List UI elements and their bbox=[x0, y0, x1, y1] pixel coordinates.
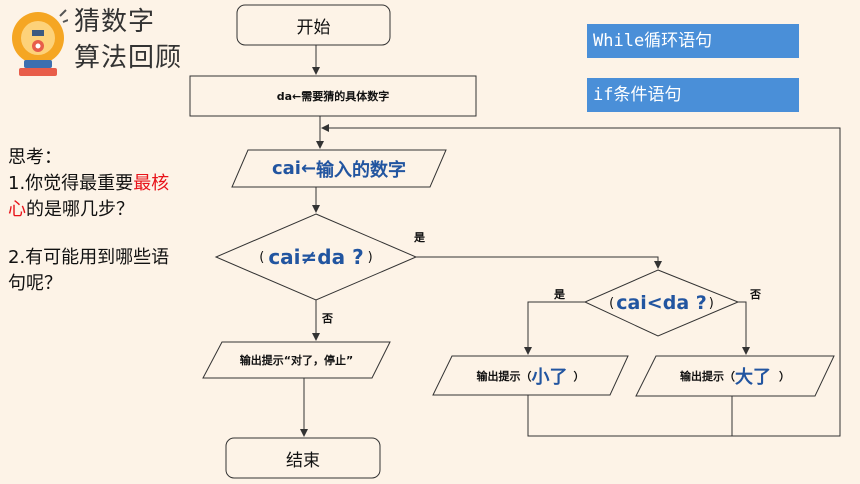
question-1-line2: 心的是哪几步？ bbox=[8, 199, 134, 220]
question-2-line1: 2.有可能用到哪些语 bbox=[8, 247, 170, 268]
end-label: 结束 bbox=[286, 450, 320, 471]
highlight-core: 最核 bbox=[133, 173, 170, 194]
thinking-heading: 思考： bbox=[8, 147, 62, 168]
end-terminal-shape bbox=[225, 437, 381, 479]
decision1-no-label: 否 bbox=[322, 312, 333, 325]
decision1-label: ( cai≠da ? ) bbox=[259, 245, 373, 269]
thinking-questions: 思考： 1.你觉得最重要最核 心的是哪几步？ 2.有可能用到哪些语 句呢？ bbox=[8, 145, 208, 297]
output-small-label: 输出提示（ 小了 ） bbox=[476, 366, 585, 388]
question-2-line2: 句呢？ bbox=[8, 273, 62, 294]
assign-label: da←需要猜的具体数字 bbox=[276, 90, 390, 103]
question-1-line1: 1.你觉得最重要最核 bbox=[8, 173, 170, 194]
decision1-yes-label: 是 bbox=[414, 231, 425, 244]
while-loop-tag: While循环语句 bbox=[587, 24, 799, 58]
output-correct-label: 输出提示“对了，停止” bbox=[239, 354, 354, 367]
output-big-parallelogram-shape bbox=[635, 355, 835, 397]
input-label: cai←输入的数字 bbox=[271, 158, 407, 181]
output-big-label: 输出提示（ 大了 ） bbox=[680, 367, 790, 388]
output-correct-parallelogram-shape bbox=[202, 341, 391, 379]
slide-title-line2: 算法回顾 bbox=[74, 43, 183, 73]
if-statement-tag: if条件语句 bbox=[587, 78, 799, 112]
slide-title-line1: 猜数字 bbox=[74, 7, 156, 37]
start-label: 开始 bbox=[296, 17, 331, 38]
assign-process-shape bbox=[189, 75, 477, 117]
output-small-parallelogram-shape bbox=[432, 355, 629, 396]
decision2-yes-label: 是 bbox=[554, 288, 565, 301]
decision2-diamond-shape bbox=[583, 269, 740, 337]
alarm-bell-icon bbox=[12, 9, 68, 76]
start-terminal-shape bbox=[236, 4, 391, 46]
input-parallelogram-shape bbox=[231, 149, 447, 188]
decision2-no-label: 否 bbox=[750, 288, 761, 301]
decision2-label: ( cai<da ? ) bbox=[609, 292, 714, 314]
